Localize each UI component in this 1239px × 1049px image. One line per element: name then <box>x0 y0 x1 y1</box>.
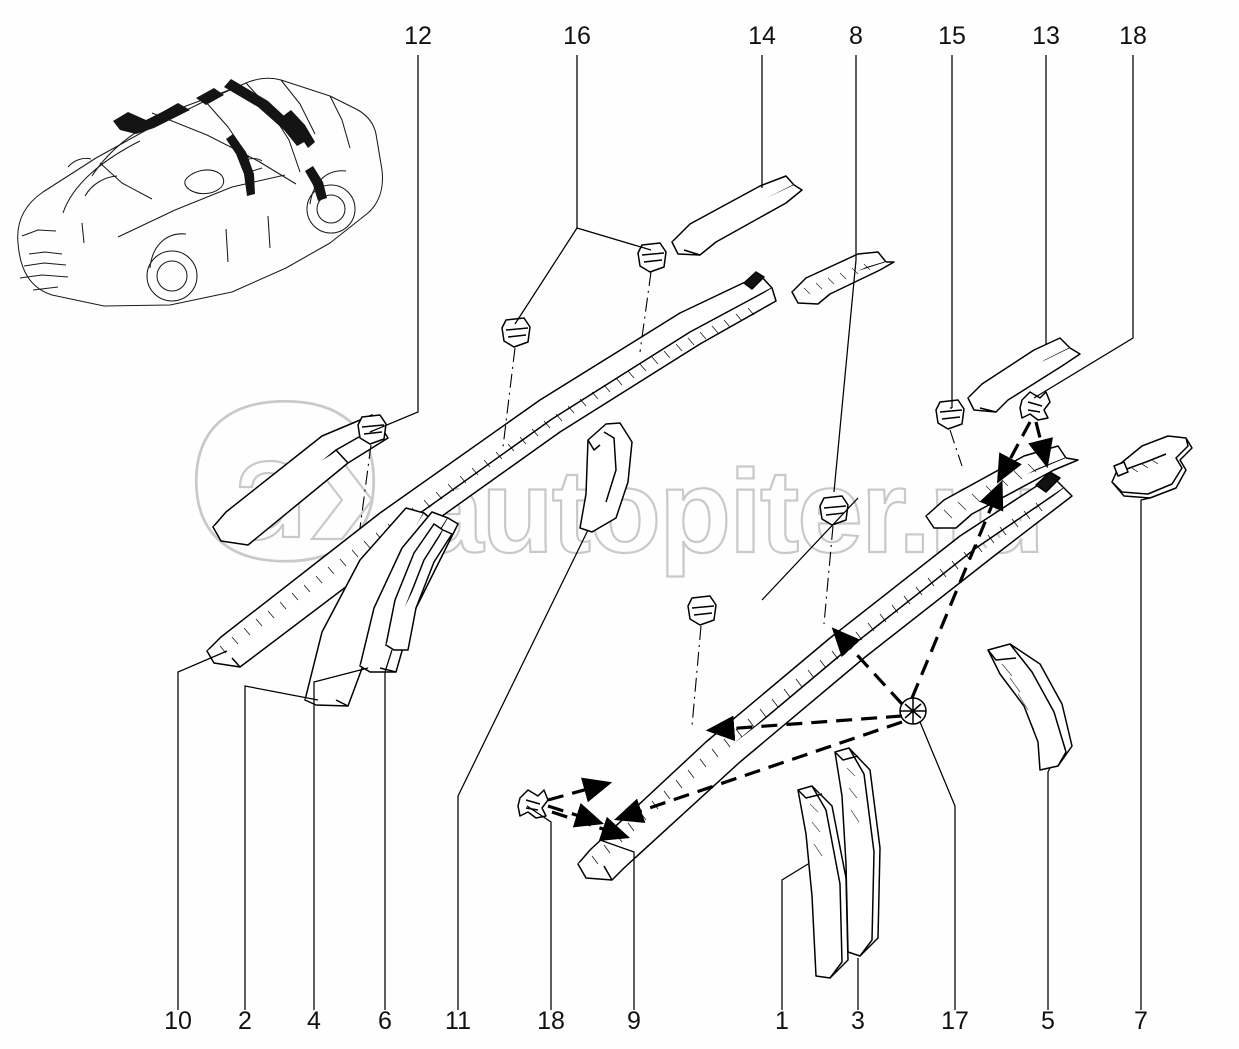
part-1-front-pillar-strip-left <box>797 785 849 979</box>
callout-label-4[interactable]: 4 <box>307 1007 321 1035</box>
leader-16-b <box>514 227 578 325</box>
part-13-roof-rail-trim-right <box>967 337 1081 413</box>
centerline-12 <box>359 444 372 529</box>
part-11-windshield-pillar-wedge <box>579 422 633 533</box>
leader-12 <box>369 55 419 433</box>
arrow-17-to-rail-top <box>910 480 1004 699</box>
leader-7 <box>1140 497 1151 1010</box>
leader-lines <box>177 55 1151 1010</box>
leader-9 <box>599 839 635 1010</box>
arrow-18b-to-rail-c <box>551 810 631 842</box>
part-12-rail-cover-molding <box>212 414 389 546</box>
part-14-roof-rail-front-trim <box>671 175 803 256</box>
callout-label-10[interactable]: 10 <box>164 1007 192 1035</box>
leader-8-to-clip <box>833 259 857 493</box>
callout-label-18-top[interactable]: 18 <box>1119 22 1147 50</box>
screw-17-hub <box>899 697 927 725</box>
centerline-16-lower <box>639 271 652 353</box>
leader-4 <box>313 667 369 1010</box>
leader-18-top <box>1033 55 1134 399</box>
leader-6 <box>384 649 393 1010</box>
arrow-18-to-rail-b <box>1028 421 1053 469</box>
arrow-18b-to-rail-a <box>547 777 613 803</box>
leader-18-bottom <box>526 805 552 1010</box>
callout-label-7[interactable]: 7 <box>1134 1007 1148 1035</box>
clip-8-mid <box>819 495 849 526</box>
arrow-18b-to-rail-b <box>547 802 605 828</box>
star-clip-18-lower <box>517 789 549 819</box>
callout-label-1[interactable]: 1 <box>775 1007 789 1035</box>
centerline-15-lower <box>691 625 702 727</box>
callout-label-3[interactable]: 3 <box>851 1007 865 1035</box>
centerline-8 <box>823 525 834 625</box>
clip-centerlines <box>359 271 963 727</box>
callout-label-9[interactable]: 9 <box>627 1007 641 1035</box>
part-3-front-pillar-strip-right <box>834 747 881 957</box>
arrow-17-to-rail-mid <box>705 714 903 742</box>
leader-10 <box>177 650 228 1010</box>
part-6-center-pillar-blade <box>385 523 453 651</box>
vehicle-highlighted-rails <box>113 79 327 201</box>
clip-12-anchor <box>357 414 387 445</box>
arrow-18-to-rail-a <box>996 421 1032 484</box>
leader-5 <box>1047 767 1051 1010</box>
leader-connect-a <box>761 497 859 601</box>
clip-15-right <box>935 399 965 430</box>
leader-1 <box>781 863 809 1010</box>
centerline-16-upper <box>502 347 516 448</box>
star-clip-18-right <box>1019 391 1051 421</box>
part-7-roof-rail-end-cap <box>1111 435 1193 499</box>
vehicle-illustration <box>17 77 383 307</box>
callout-label-6[interactable]: 6 <box>378 1007 392 1035</box>
callout-label-8[interactable]: 8 <box>849 22 863 50</box>
leader-11 <box>457 529 589 1010</box>
clip-15-lower <box>687 595 717 626</box>
callout-label-11[interactable]: 11 <box>445 1007 471 1035</box>
parts-illustrations <box>206 175 1193 979</box>
callout-label-12[interactable]: 12 <box>404 22 432 50</box>
leader-2 <box>244 685 319 1010</box>
callout-label-13[interactable]: 13 <box>1032 22 1060 50</box>
callout-label-14[interactable]: 14 <box>748 22 776 50</box>
callout-label-17[interactable]: 17 <box>941 1007 969 1035</box>
leader-16-a <box>576 55 652 251</box>
callout-label-18-bottom[interactable]: 18 <box>537 1007 565 1035</box>
callout-label-5[interactable]: 5 <box>1041 1007 1055 1035</box>
arrow-17-to-rail-upper <box>831 627 904 706</box>
callout-label-2[interactable]: 2 <box>238 1007 252 1035</box>
clip-16-upper <box>501 317 531 348</box>
clip-16-lower <box>637 242 667 273</box>
callout-label-15[interactable]: 15 <box>938 22 966 50</box>
part-5-quarter-window-trim <box>987 643 1073 771</box>
part-8-roof-rail-short-trim <box>791 251 895 305</box>
callout-label-16[interactable]: 16 <box>563 22 591 50</box>
leader-17 <box>919 721 956 1010</box>
centerline-15-right <box>949 429 963 467</box>
assembly-arrows <box>547 421 1053 842</box>
